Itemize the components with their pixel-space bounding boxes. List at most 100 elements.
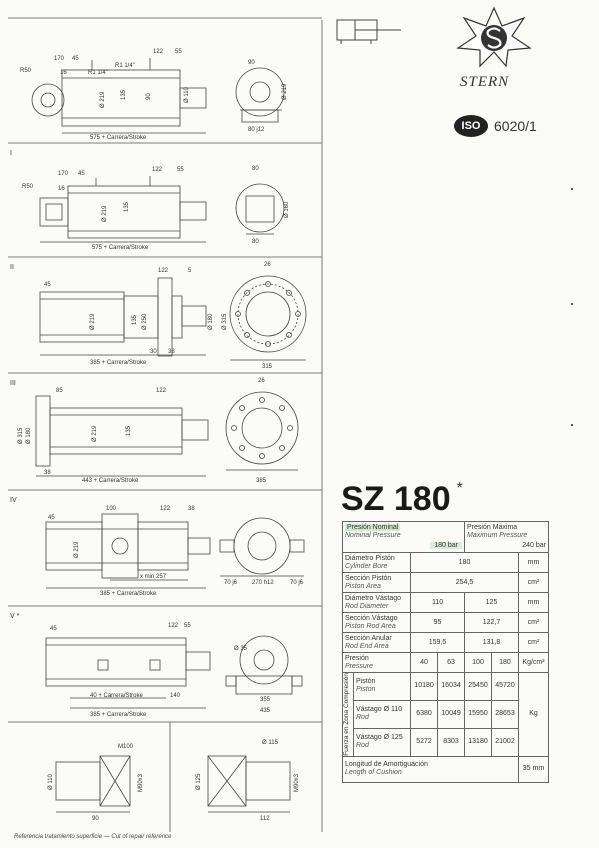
- drawing-2-dims: I 170 45 122 55 R50 16 Ø 219 135 575 + C…: [10, 150, 290, 251]
- dim-label: x min 257: [140, 574, 167, 580]
- force-cell: 15950: [464, 699, 492, 729]
- dim-label: R50: [20, 68, 32, 74]
- dim-label: M90x3: [294, 773, 300, 792]
- bore-value: 180: [410, 552, 519, 573]
- dim-label: Ø 250: [142, 313, 148, 330]
- force-cell: 25450: [464, 672, 492, 701]
- dim-label: 575 + Carrera/Stroke: [90, 135, 147, 141]
- drawing-label: IV: [10, 497, 17, 504]
- force-cell: 10180: [410, 672, 439, 701]
- margin-mark: [571, 424, 573, 426]
- dim-label: 26: [264, 262, 271, 268]
- force-cell: 8303: [437, 727, 466, 757]
- dim-label: 70 j6: [224, 580, 238, 586]
- dim-label: 90: [248, 60, 255, 66]
- dim-label: R1 1/4": [88, 70, 108, 76]
- rod-diameter-value-2: 125: [464, 592, 519, 613]
- rod-diameter-value-1: 110: [410, 592, 466, 613]
- spec-table: Presión Nominal Nominal Pressure 180 bar…: [341, 521, 550, 783]
- drawing-6: [45, 635, 303, 709]
- dim-label: 26: [258, 378, 265, 384]
- drawing-5: [45, 513, 305, 589]
- rod-area-value-2: 122,7: [464, 612, 519, 633]
- model-heading: SZ 180 *: [341, 480, 463, 519]
- drawing-7: [55, 755, 131, 813]
- dim-label: 122: [158, 268, 169, 274]
- model-star: *: [456, 480, 463, 497]
- dim-label: Ø 35: [234, 646, 248, 652]
- dim-label: 443 + Carrera/Stroke: [82, 478, 139, 484]
- dim-label: 140: [170, 693, 181, 699]
- force-unit: Kg: [517, 672, 550, 757]
- drawing-8-dims: Ø 115 Ø 125 M90x3 112: [196, 740, 300, 822]
- max-pressure-label: Presión Máxima: [467, 524, 518, 531]
- pressure-63: 63: [437, 652, 466, 673]
- dim-label: 122: [152, 167, 163, 173]
- dim-label: Ø 180: [208, 313, 214, 330]
- dim-label: 135: [124, 201, 130, 212]
- drawing-7-dims: M100 Ø 110 M90x3 90: [48, 744, 144, 822]
- dim-label: Ø 315: [222, 313, 228, 330]
- dim-label: Ø 160: [284, 201, 290, 218]
- dim-label: 45: [50, 626, 57, 632]
- force-cell: 16034: [437, 672, 466, 701]
- annular-area-value-2: 131,8: [464, 632, 519, 653]
- dim-label: 122: [168, 623, 179, 629]
- drawing-label: II: [10, 264, 14, 271]
- rod-area-value-1: 95: [410, 612, 466, 633]
- pressure-40: 40: [410, 652, 439, 673]
- dim-label: 80: [252, 166, 259, 172]
- force-cell: 10049: [437, 699, 466, 729]
- cylinder-symbol-icon: [336, 19, 401, 44]
- drawing-3: [39, 275, 307, 361]
- dim-label: Ø 219: [100, 91, 106, 108]
- pressure-header-row: Presión Nominal Nominal Pressure 180 bar…: [341, 521, 549, 553]
- dim-label: Ø 219: [90, 313, 96, 330]
- dim-label: 385 + Carrera/Stroke: [90, 712, 147, 718]
- annular-area-value-1: 159,5: [410, 632, 466, 653]
- dim-label: 122: [153, 49, 164, 55]
- dim-label: 55: [184, 623, 191, 629]
- dim-label: 40 + Carrera/Stroke: [90, 693, 144, 699]
- drawing-2: [39, 176, 285, 243]
- force-cell: 6380: [410, 699, 439, 729]
- piston-area-unit: cm²: [517, 572, 550, 593]
- drawing-label: I: [10, 150, 12, 157]
- drawing-4-dims: III 85 122 26 Ø 315 Ø 180 Ø 219 135 38 4…: [10, 378, 267, 484]
- drawing-4: [35, 391, 299, 477]
- brand-name: STERN: [460, 74, 510, 90]
- pressure-180: 180: [491, 652, 519, 673]
- dim-label: Ø 219: [102, 205, 108, 222]
- dim-label: 270 h12: [252, 580, 274, 586]
- drawing-label: III: [10, 380, 16, 387]
- dim-label: Ø 180: [26, 427, 32, 444]
- force-cell: 5272: [410, 727, 439, 757]
- force-cell: 28653: [491, 699, 519, 729]
- dim-label: 122: [156, 388, 167, 394]
- force-label: Fuerza en Zona Compresión: [343, 673, 350, 756]
- nominal-pressure-label-en: Nominal Pressure: [345, 532, 401, 539]
- dim-label: 385 + Carrera/Stroke: [100, 591, 157, 597]
- dim-label: 90: [92, 816, 99, 822]
- rod-diameter-unit: mm: [517, 592, 550, 613]
- drawings-area: 170 45 122 55 R1 1/4" R1 1/4" 16 R50 Ø 2…: [8, 17, 323, 832]
- dim-label: R1 1/4": [115, 63, 135, 69]
- dim-label: 170: [58, 171, 69, 177]
- dim-label: 80 j12: [248, 127, 265, 133]
- dim-label: 575 + Carrera/Stroke: [92, 245, 149, 251]
- dim-label: 45: [78, 171, 85, 177]
- dim-label: 170: [54, 56, 65, 62]
- dim-label: 55: [175, 49, 182, 55]
- dim-label: 55: [177, 167, 184, 173]
- annular-area-unit: cm²: [517, 632, 550, 653]
- dim-label: R50: [22, 184, 34, 190]
